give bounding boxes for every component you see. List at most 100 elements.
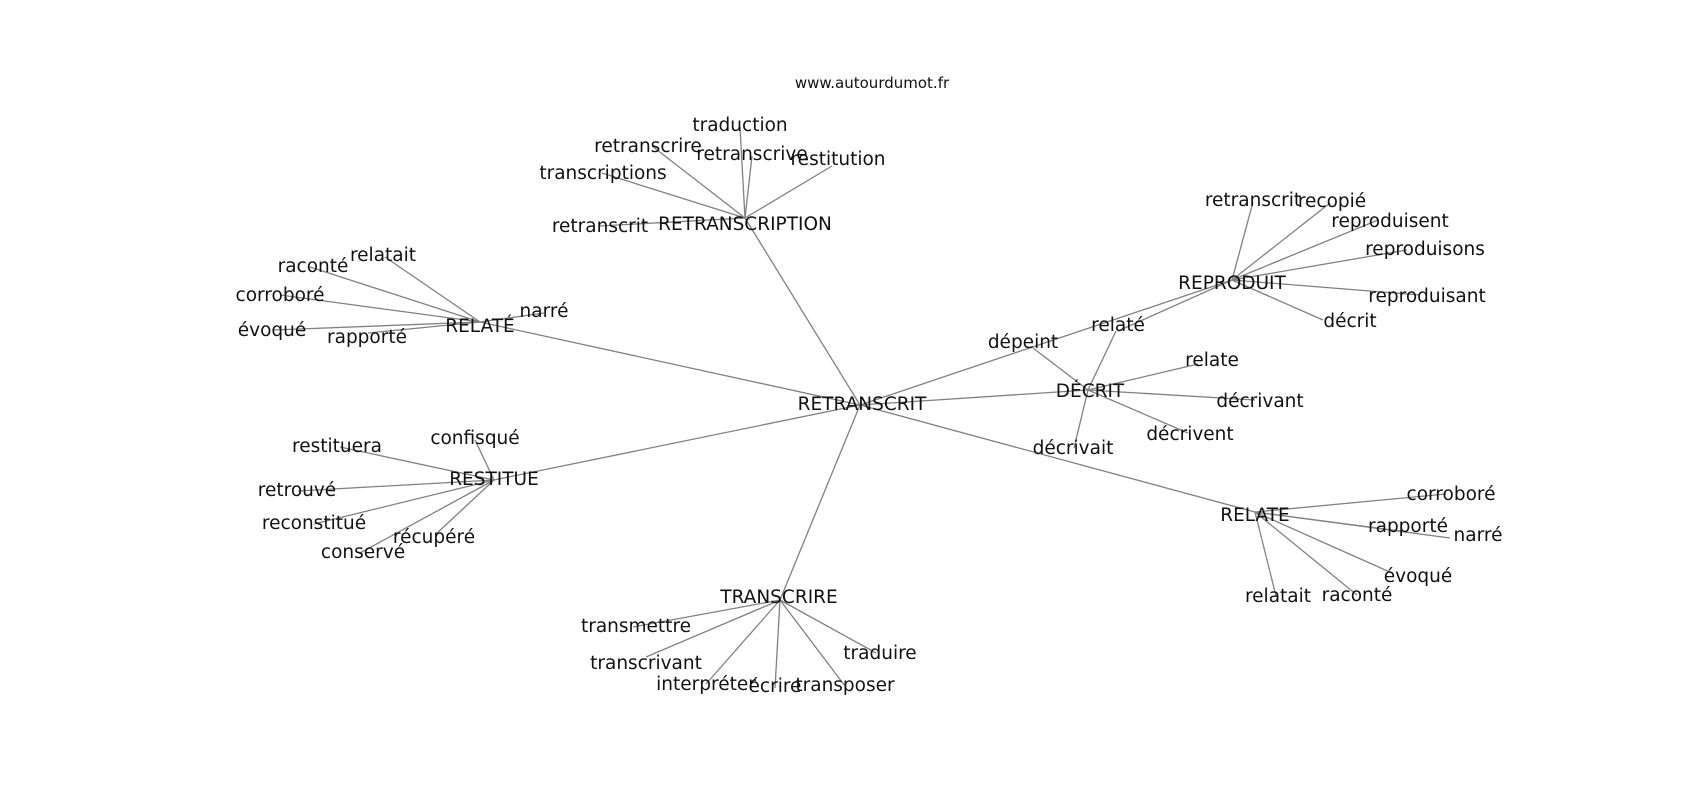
leaf-node-label: décrivait bbox=[1033, 438, 1114, 459]
edge-decrit-decrivait bbox=[1073, 389, 1089, 449]
edge-transcrire-ecrire bbox=[774, 599, 781, 689]
leaf-node-label: transmettre bbox=[581, 616, 691, 637]
edge-relate-corrobore bbox=[279, 294, 481, 323]
edge-center-retranscription bbox=[744, 217, 861, 406]
leaf-node-label: évoqué bbox=[238, 320, 307, 341]
edge-relate-corrobore bbox=[1254, 493, 1447, 513]
edge-decrit-decrivant bbox=[1087, 389, 1256, 401]
hub-node-label: RETRANSCRIPTION bbox=[658, 214, 832, 235]
hub-node-label: RESTITUE bbox=[449, 469, 539, 490]
leaf-node-label: narré bbox=[1454, 525, 1503, 546]
leaf-node-label: récupéré bbox=[393, 527, 475, 548]
leaf-node-label: raconté bbox=[278, 256, 349, 277]
edge-restitue-recupere bbox=[434, 479, 495, 536]
graph-labels: RETRANSCRITRETRANSCRIPTIONtraductionretr… bbox=[236, 115, 1503, 697]
leaf-node-label: restitution bbox=[790, 149, 885, 170]
edge-center-transcrire bbox=[779, 404, 861, 601]
leaf-node-label: corroboré bbox=[236, 285, 325, 306]
edge-decrit-relate bbox=[1087, 330, 1117, 391]
leaf-node-label: retrouvé bbox=[258, 480, 336, 501]
edge-retranscription-transcriptions bbox=[601, 172, 746, 219]
edge-relate-relatait bbox=[1254, 511, 1277, 597]
hub-node-label: REPRODUIT bbox=[1178, 273, 1286, 294]
edge-decrit-relate bbox=[1087, 363, 1199, 391]
edge-center-relate bbox=[479, 321, 861, 406]
hub-node-label: TRANSCRIRE bbox=[719, 587, 837, 608]
edge-restitue-conserve bbox=[359, 479, 495, 554]
edge-restitue-retrouve bbox=[297, 479, 495, 492]
leaf-node-label: transcrivant bbox=[590, 653, 702, 674]
leaf-node-label: raconté bbox=[1322, 585, 1393, 606]
edge-decrit-depeint bbox=[1032, 347, 1089, 391]
leaf-node-label: confisqué bbox=[430, 428, 519, 449]
edge-relate-relatait bbox=[384, 256, 481, 323]
leaf-node-label: reconstitué bbox=[262, 513, 366, 534]
hub-node-label: RELATE bbox=[1220, 505, 1289, 526]
edge-retranscription-retranscrit bbox=[599, 217, 746, 227]
leaf-node-label: décrivent bbox=[1146, 424, 1233, 445]
edge-center-decrit bbox=[859, 389, 1089, 406]
edge-restitue-confisque bbox=[474, 439, 495, 481]
leaf-node-label: dépeint bbox=[988, 332, 1058, 353]
leaf-node-label: interpréter bbox=[656, 674, 756, 695]
edge-transcrire-transmettre bbox=[632, 599, 781, 628]
graph-edges bbox=[272, 126, 1451, 689]
edge-transcrire-transposer bbox=[779, 599, 846, 687]
edge-relate-narre bbox=[479, 312, 545, 323]
edge-decrit-decrivent bbox=[1087, 389, 1189, 434]
edge-transcrire-traduire bbox=[779, 599, 877, 654]
hub-node-label: DÉCRIT bbox=[1056, 380, 1125, 402]
leaf-node-label: conservé bbox=[321, 542, 405, 563]
edge-retranscription-traduction bbox=[739, 126, 746, 219]
edge-relate-evoque bbox=[1254, 511, 1393, 574]
edge-reproduit-recopie bbox=[1231, 202, 1331, 281]
leaf-node-label: restituera bbox=[292, 436, 382, 457]
leaf-node-label: décrivant bbox=[1216, 391, 1303, 412]
site-url: www.autourdumot.fr bbox=[795, 74, 950, 92]
edge-reproduit-relate bbox=[1117, 279, 1233, 332]
leaf-node-label: rapporté bbox=[327, 327, 407, 348]
edge-relate-evoque bbox=[272, 321, 481, 331]
leaf-node-label: écrire bbox=[749, 676, 802, 697]
leaf-node-label: traduction bbox=[692, 115, 787, 136]
leaf-node-label: reproduisons bbox=[1365, 239, 1485, 260]
leaf-node-label: narré bbox=[520, 301, 569, 322]
edge-restitue-restituera bbox=[339, 446, 495, 481]
edge-restitue-reconstitue bbox=[313, 479, 495, 525]
leaf-node-label: corroboré bbox=[1407, 484, 1496, 505]
leaf-node-label: retranscrive bbox=[696, 144, 807, 165]
edge-reproduit-reproduisons bbox=[1231, 249, 1408, 281]
leaf-node-label: décrit bbox=[1323, 311, 1376, 332]
edge-relate-raconte bbox=[309, 266, 481, 323]
leaf-node-label: reproduisent bbox=[1331, 211, 1448, 232]
leaf-node-label: retranscrit bbox=[552, 216, 648, 237]
edge-retranscription-restitution bbox=[744, 165, 833, 219]
edge-center-restitue bbox=[493, 404, 861, 481]
edge-center-relate bbox=[859, 404, 1256, 513]
edge-center-reproduit bbox=[859, 279, 1233, 406]
edge-reproduit-decrit bbox=[1231, 279, 1324, 321]
leaf-node-label: recopié bbox=[1298, 191, 1366, 212]
edge-retranscription-retranscrire bbox=[651, 145, 746, 219]
edge-relate-rapporte bbox=[367, 321, 481, 334]
leaf-node-label: transposer bbox=[795, 675, 895, 696]
leaf-node-label: reproduisant bbox=[1368, 286, 1485, 307]
edge-transcrire-transcrivant bbox=[645, 599, 781, 658]
leaf-node-label: relatait bbox=[350, 245, 416, 266]
leaf-node-label: relaté bbox=[1091, 315, 1145, 336]
leaf-node-label: relate bbox=[1185, 350, 1239, 371]
leaf-node-label: retranscrit bbox=[1205, 190, 1301, 211]
leaf-node-label: retranscrire bbox=[594, 136, 702, 157]
leaf-node-label: relatait bbox=[1245, 586, 1311, 607]
edge-retranscription-retranscrive bbox=[744, 155, 753, 219]
hub-node-label: RELATÉ bbox=[445, 315, 514, 337]
leaf-node-label: évoqué bbox=[1384, 566, 1453, 587]
edge-transcrire-interpreter bbox=[705, 599, 781, 685]
edge-relate-raconte bbox=[1254, 511, 1358, 596]
center-node-label: RETRANSCRIT bbox=[798, 394, 927, 415]
edge-relate-narre bbox=[1254, 511, 1451, 539]
leaf-node-label: traduire bbox=[843, 643, 916, 664]
edge-reproduit-reproduisant bbox=[1231, 279, 1421, 296]
leaf-node-label: transcriptions bbox=[539, 163, 666, 184]
